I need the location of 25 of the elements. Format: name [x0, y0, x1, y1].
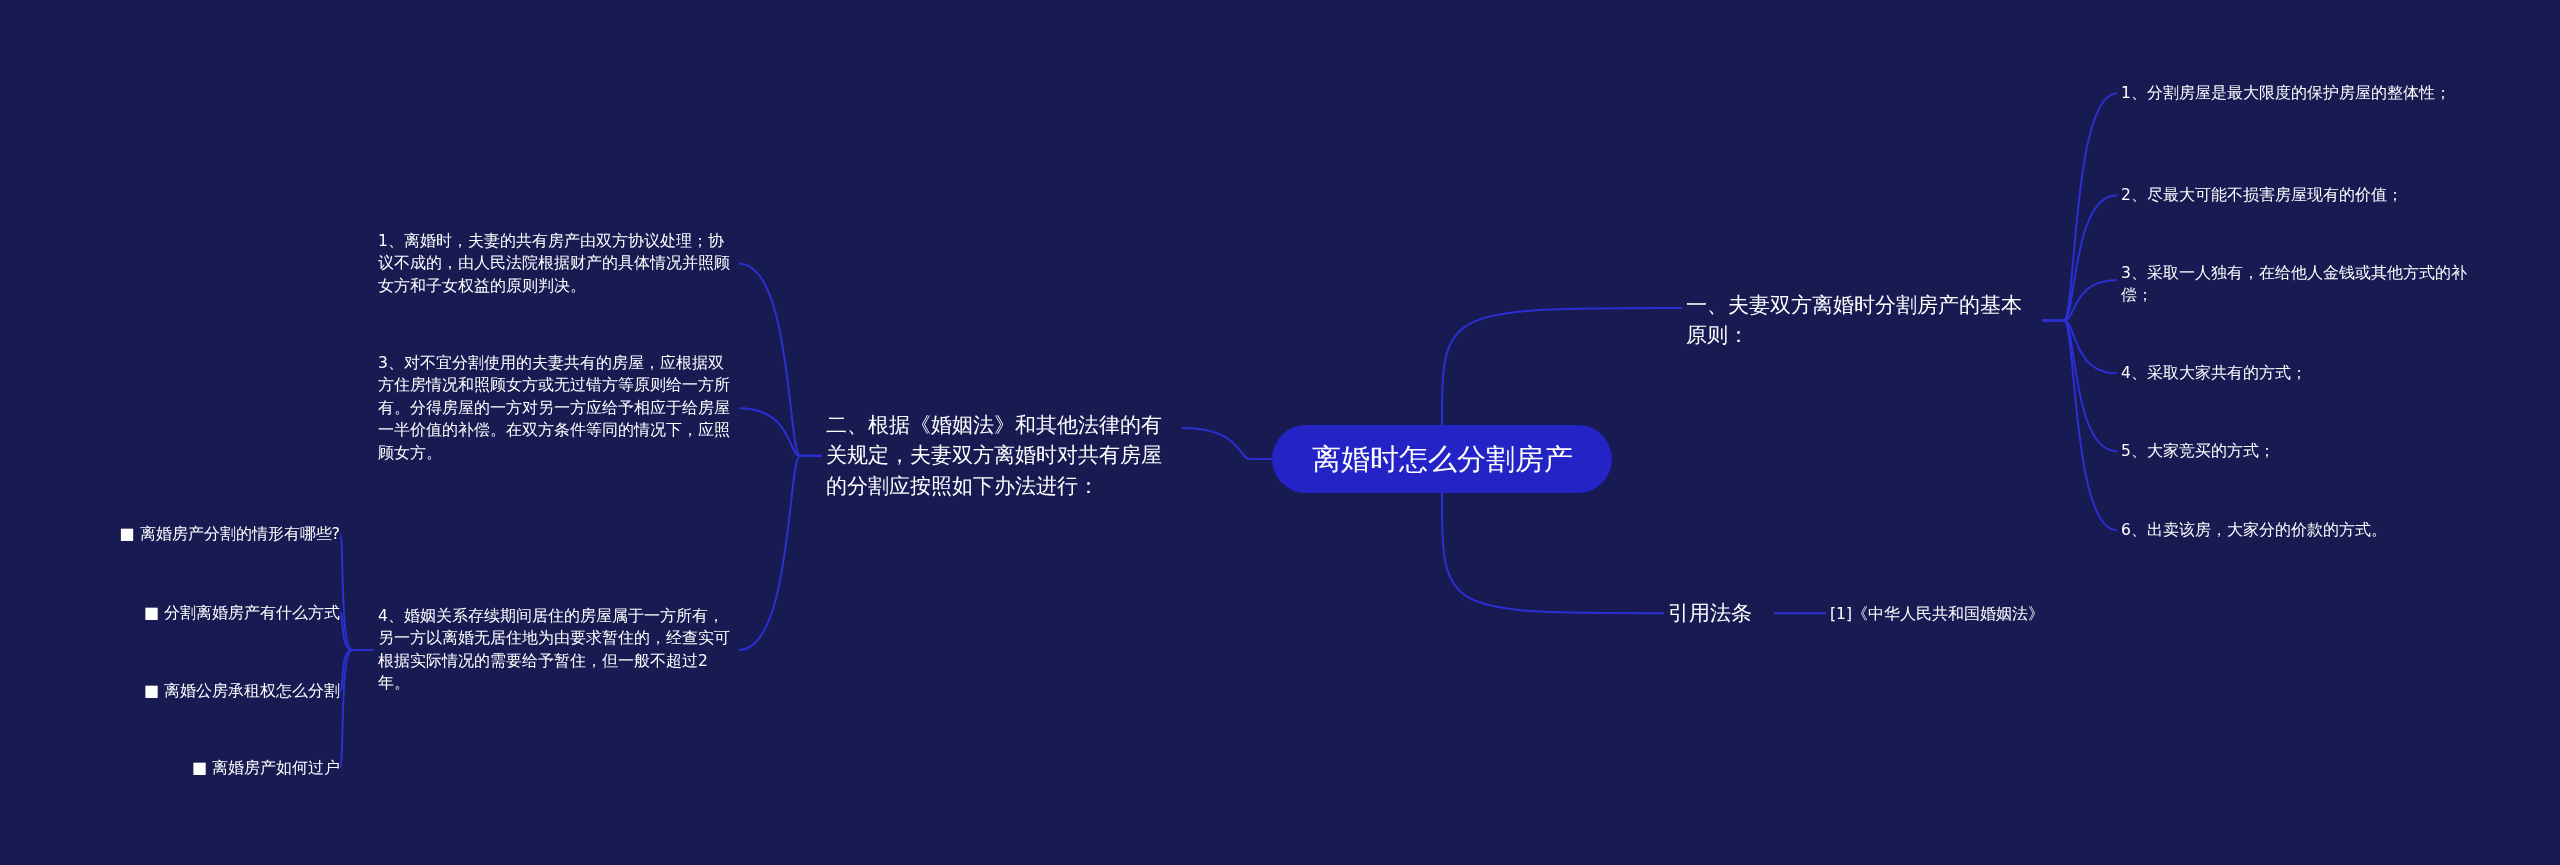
- leaf-text: 2、尽最大可能不损害房屋现有的价值；: [2117, 184, 2487, 207]
- link-text: ■ 分割离婚房产有什么方式: [70, 601, 340, 625]
- connector-line: [1441, 307, 1683, 426]
- link-text: ■ 离婚公房承租权怎么分割: [70, 679, 340, 703]
- connector-line: [2041, 319, 2118, 532]
- leaf-text: 6、出卖该房，大家分的价款的方式。: [2117, 519, 2487, 542]
- link-text: ■ 离婚房产如何过户: [70, 756, 340, 780]
- leaf-text: [1]《中华人民共和国婚姻法》: [1826, 603, 2076, 626]
- connector-line: [738, 454, 823, 651]
- branch-text: 一、夫妻双方离婚时分割房产的基本原则：: [1682, 290, 2042, 351]
- leaf-text: 1、分割房屋是最大限度的保护房屋的整体性；: [2117, 82, 2487, 105]
- leaf-text: 4、婚姻关系存续期间居住的房屋属于一方所有，另一方以离婚无居住地为由要求暂住的，经查实可根据实际情况的需要给予暂住，但一般不超过2年。: [374, 605, 739, 695]
- leaf-text: 5、大家竞买的方式；: [2117, 440, 2487, 463]
- leaf-text: 1、离婚时，夫妻的共有房产由双方协议处理；协议不成的，由人民法院根据财产的具体情况并照顾女方和子女权益的原则判决。: [374, 230, 739, 298]
- connector-line: [339, 648, 375, 769]
- branch-text: 引用法条: [1664, 598, 1774, 629]
- leaf-text: 3、采取一人独有，在给他人金钱或其他方式的补偿；: [2117, 262, 2487, 307]
- leaf-text: 4、采取大家共有的方式；: [2117, 362, 2487, 385]
- connector-line: [1773, 612, 1827, 615]
- branch-text: 二、根据《婚姻法》和其他法律的有关规定，夫妻双方离婚时对共有房屋的分割应按照如下办法进行：: [822, 410, 1182, 502]
- topic-pill: 离婚时怎么分割房产: [1272, 425, 1612, 493]
- connector-line: [1181, 427, 1273, 460]
- leaf-text: 3、对不宜分割使用的夫妻共有的房屋，应根据双方住房情况和照顾女方或无过错方等原则给一方所有。分得房屋的一方对另一方应给予相应于给房屋一半价值的补偿。在双方条件等同的情况下，应照顾女方。: [374, 352, 739, 465]
- connector-line: [1441, 492, 1665, 615]
- link-text: ■ 离婚房产分割的情形有哪些?: [70, 522, 340, 546]
